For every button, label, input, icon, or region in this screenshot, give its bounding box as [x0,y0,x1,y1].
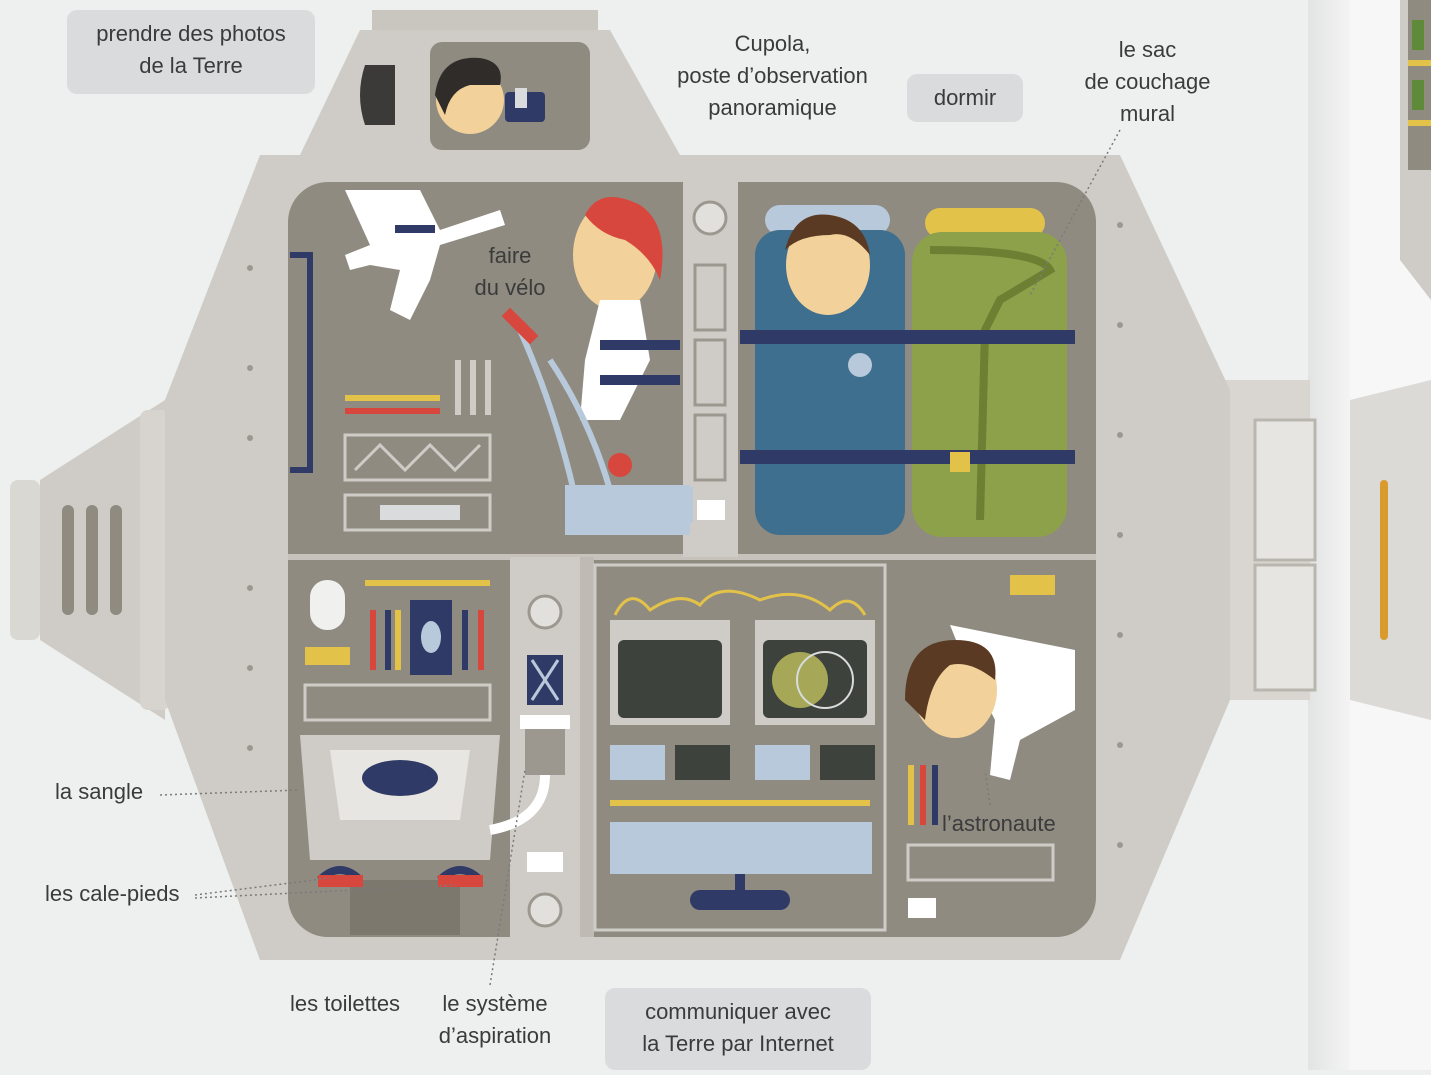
label-strap: la sangle [55,776,143,808]
label-toilets: les toilettes [290,988,400,1020]
computer-screen-left [618,640,722,718]
label-foot-restraints: les cale-pieds [45,878,180,910]
bag-strap-top [740,330,1075,344]
label-astronaut: l’astronaute [942,808,1056,840]
bag-strap-bottom [740,450,1075,464]
left-docking-port [10,400,170,720]
label-sleep: dormir [907,74,1023,122]
cupola-module [300,10,680,155]
big-monitor [610,822,872,874]
